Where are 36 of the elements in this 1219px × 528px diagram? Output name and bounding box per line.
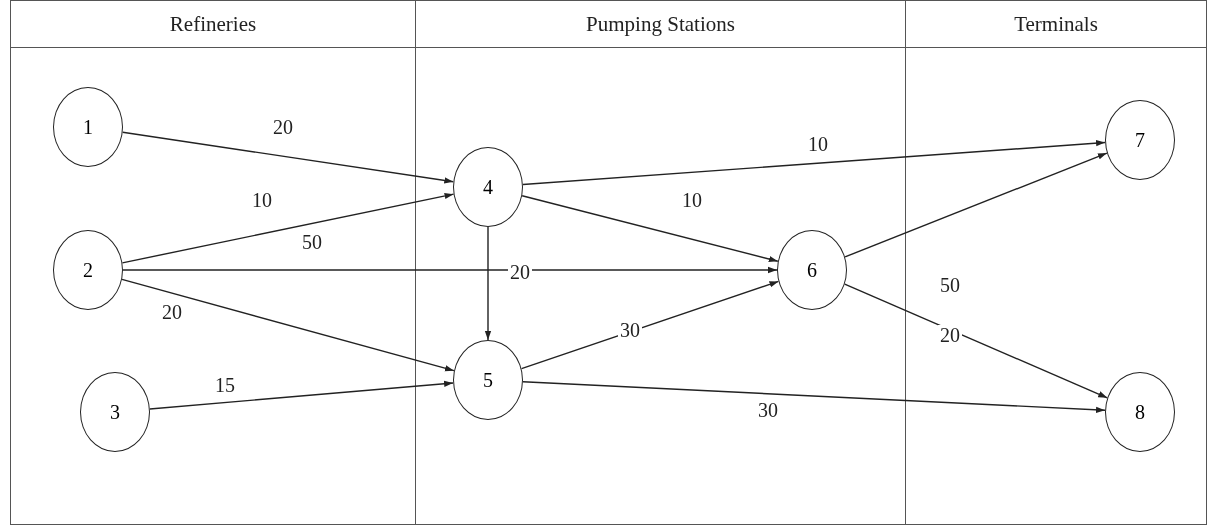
arrow	[484, 226, 492, 341]
column-heading: Refineries	[11, 1, 415, 48]
node-number: 6	[807, 258, 817, 282]
arrow	[521, 195, 779, 263]
edge-label: 15	[213, 375, 237, 395]
node-number: 7	[1135, 128, 1145, 152]
edge-label: 50	[938, 275, 962, 295]
edge-label: 30	[618, 320, 642, 340]
arrow	[121, 278, 455, 372]
node-number: 8	[1135, 400, 1145, 424]
arrow	[844, 283, 1108, 399]
arrow	[122, 131, 454, 184]
edge-label: 30	[756, 400, 780, 420]
edge-label: 50	[300, 232, 324, 252]
edge-label: 20	[508, 262, 532, 282]
column-heading: Terminals	[906, 1, 1206, 48]
edge-label: 10	[806, 134, 830, 154]
arrow	[522, 381, 1106, 413]
arrow	[520, 280, 780, 370]
edge-label: 20	[160, 302, 184, 322]
column-band	[905, 0, 1207, 525]
node-number: 3	[110, 400, 120, 424]
node-number: 4	[483, 175, 493, 199]
node-number: 2	[83, 258, 93, 282]
arrow	[844, 152, 1108, 258]
node-number: 5	[483, 368, 493, 392]
edge-label: 10	[680, 190, 704, 210]
edge-label: 20	[938, 325, 962, 345]
edge-label: 20	[271, 117, 295, 137]
column-heading: Pumping Stations	[416, 1, 905, 48]
arrow	[522, 140, 1106, 186]
arrow	[149, 380, 454, 410]
edge-label: 10	[250, 190, 274, 210]
node-number: 1	[83, 115, 93, 139]
arrow	[122, 266, 778, 274]
arrow	[121, 192, 455, 264]
